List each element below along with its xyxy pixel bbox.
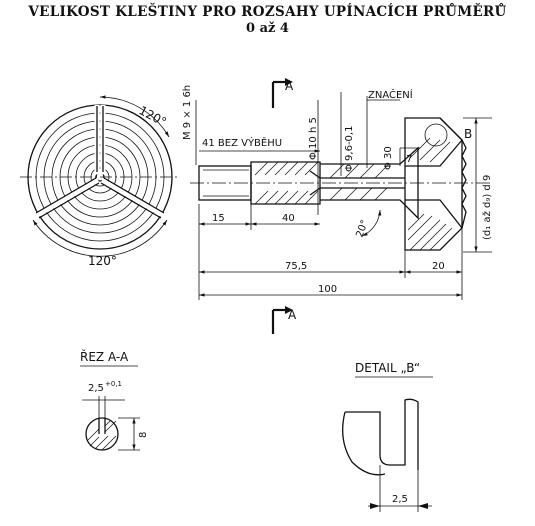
detail-b-ref: B [464, 127, 472, 141]
detail-b-label: DETAIL „B“ [355, 361, 420, 375]
angle-bottom-label: 120° [88, 254, 117, 268]
front-view: 120° 120° [20, 95, 180, 268]
detail-b: DETAIL „B“ 2,5 [342, 361, 433, 512]
dim-100-label: 100 [318, 284, 337, 295]
section-aa: ŘEZ A-A 2,5 +0,1 8 [80, 349, 149, 451]
title-line2: 0 až 4 [246, 21, 289, 36]
section-mark-top: A [271, 78, 294, 108]
dia-10-label: Φ 10 h 5 [308, 117, 319, 160]
range-label: (d₁ až d₉) d 9 [481, 175, 493, 240]
dim-40-label: 40 [282, 213, 295, 224]
section-mark-bottom: A [271, 306, 297, 334]
title-block: VELIKOST KLEŠTINY PRO ROZSAHY UPÍNACÍCH … [0, 4, 535, 36]
section-a-bottom: A [288, 308, 297, 322]
dia-96-label: Φ 9,6-0,1 [344, 126, 355, 172]
detail-dim-label: 2,5 [392, 494, 408, 505]
dia-30-label: Φ 30 [383, 146, 394, 170]
angle-20-label: 20° [354, 219, 370, 239]
dim-15-label: 15 [212, 213, 225, 224]
section-a-top: A [285, 79, 294, 93]
angle-top-label: 120° [137, 103, 169, 129]
side-view: M 9 × 1 6h 41 BEZ VÝBĚHU Φ 10 h 5 Φ 9,6-… [182, 85, 493, 300]
slot-tol-label: +0,1 [105, 380, 122, 388]
dim-20-label: 20 [432, 261, 445, 272]
section-aa-label: ŘEZ A-A [80, 349, 129, 364]
no-groove-label: 41 BEZ VÝBĚHU [202, 136, 282, 149]
title-line1: VELIKOST KLEŠTINY PRO ROZSAHY UPÍNACÍCH … [28, 4, 507, 20]
height-8-label: 8 [138, 432, 149, 438]
thread-label: M 9 × 1 6h [182, 85, 193, 140]
slot-width-label: 2,5 [88, 383, 104, 394]
marking-label: ZNAČENÍ [368, 88, 413, 101]
dim-75-label: 75,5 [285, 261, 307, 272]
dim-7-label: 7 [406, 154, 412, 165]
